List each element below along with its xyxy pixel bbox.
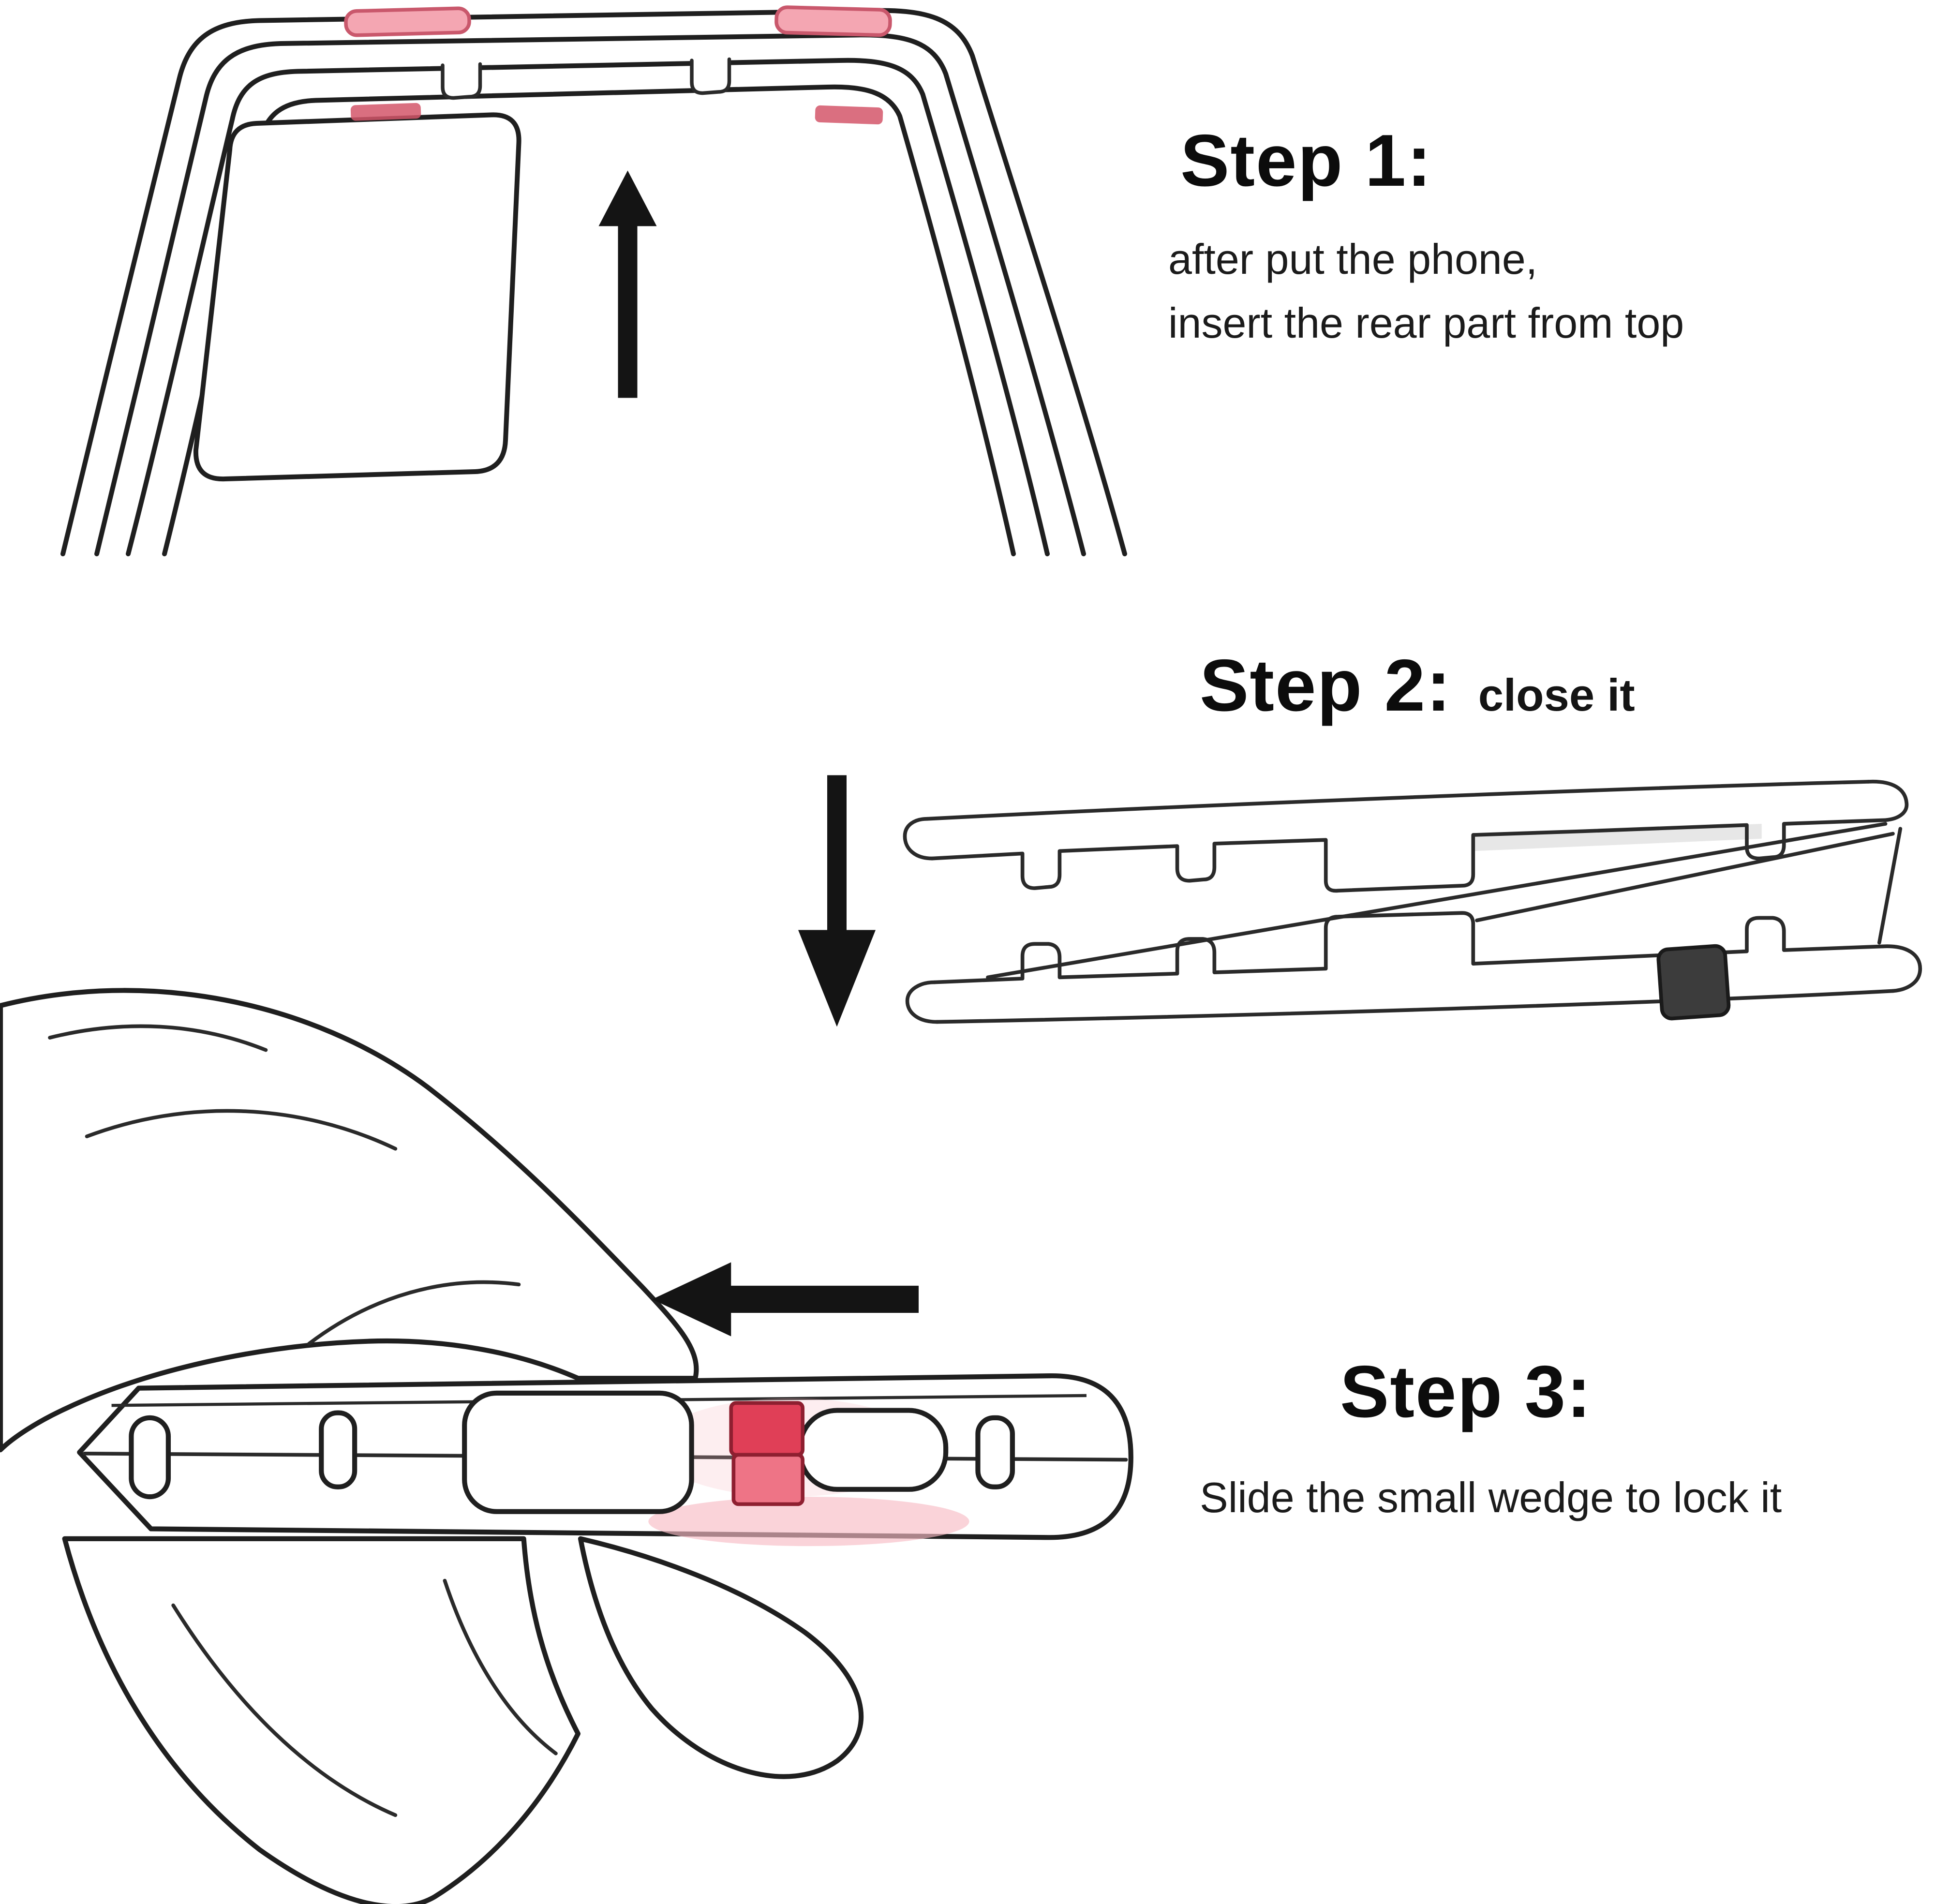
step1-line2: insert the rear part from top bbox=[1168, 299, 1684, 347]
camera-cutout bbox=[193, 112, 521, 482]
thumb-base-crease bbox=[307, 1280, 521, 1346]
case-interior-diagonal-3 bbox=[1877, 827, 1903, 945]
hand-upper-outline bbox=[0, 988, 699, 1453]
strip-cutout-large bbox=[462, 1390, 694, 1514]
bottom-slab-right-cap bbox=[1881, 944, 1922, 993]
strip-lock-slot bbox=[797, 1408, 949, 1492]
top-slab-bottom-edge bbox=[930, 818, 1888, 893]
wrist-crease bbox=[48, 1024, 268, 1052]
dark-wedge bbox=[1656, 944, 1731, 1021]
pink-button-right bbox=[774, 5, 892, 37]
strip-cutout-2 bbox=[319, 1410, 357, 1489]
case-interior-diagonal-1 bbox=[986, 822, 1888, 980]
hand-lower-outline bbox=[62, 1536, 580, 1904]
top-slab-shading bbox=[1474, 823, 1762, 851]
up-arrow-icon bbox=[598, 170, 657, 398]
case-lip-edge bbox=[126, 58, 1050, 556]
step3-title: Step 3: bbox=[1340, 1351, 1592, 1433]
red-mark-left bbox=[350, 103, 421, 121]
bottom-slab-bottom-edge bbox=[935, 989, 1895, 1024]
top-slab-top-edge bbox=[925, 780, 1870, 821]
red-wedge-bottom bbox=[731, 1453, 805, 1506]
strip-cutout-1 bbox=[129, 1415, 171, 1500]
step1-description: after put the phone, insert the rear par… bbox=[1168, 227, 1684, 355]
red-mark-right bbox=[815, 105, 883, 125]
top-slab-right-cap bbox=[1866, 779, 1909, 822]
finger-crease-2 bbox=[443, 1578, 558, 1755]
top-notch-left bbox=[441, 62, 482, 100]
bottom-slab-top-edge bbox=[933, 911, 1885, 984]
red-wedge-top bbox=[729, 1401, 805, 1457]
pink-button-left bbox=[344, 6, 471, 37]
wedge-glow-under bbox=[648, 1497, 969, 1547]
left-arrow-icon bbox=[652, 1262, 919, 1337]
case-interior-diagonal-2 bbox=[1475, 832, 1895, 922]
step2-heading: Step 2: close it bbox=[1200, 643, 1635, 728]
down-arrow-icon bbox=[798, 775, 876, 1027]
palm-crease bbox=[85, 1109, 398, 1151]
step1-line1: after put the phone, bbox=[1168, 235, 1538, 283]
step2-subtitle: close it bbox=[1478, 669, 1635, 720]
finger-crease-1 bbox=[171, 1603, 398, 1817]
top-slab-left-cap bbox=[903, 817, 934, 861]
index-fingertip bbox=[578, 1536, 864, 1779]
step3-description: Slide the small wedge to lock it bbox=[1200, 1466, 1782, 1530]
step3-line1: Slide the small wedge to lock it bbox=[1200, 1473, 1782, 1521]
top-notch-right bbox=[690, 57, 731, 95]
case-top-illustration bbox=[60, 5, 1127, 556]
bottom-slab-left-cap bbox=[905, 980, 939, 1024]
step2-title: Step 2: bbox=[1200, 644, 1452, 727]
hand-sliding-wedge-illustration bbox=[0, 988, 1133, 1904]
strip-cutout-right bbox=[975, 1415, 1015, 1489]
step1-title: Step 1: bbox=[1180, 119, 1432, 202]
case-closing-illustration bbox=[903, 779, 1922, 1024]
